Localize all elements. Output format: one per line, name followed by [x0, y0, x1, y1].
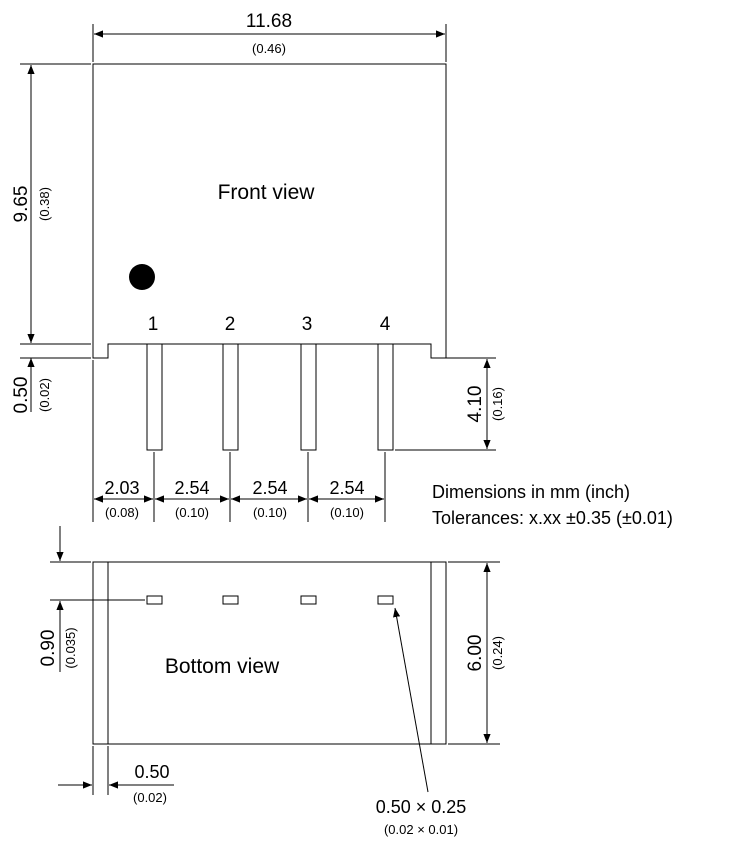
front-view-label: Front view	[218, 181, 316, 204]
bottom-pad-2	[222, 595, 239, 605]
dim-rim-inch: (0.02)	[133, 790, 167, 805]
pin-1	[146, 343, 163, 451]
notes-tolerances: Tolerances: x.xx ±0.35 (±0.01)	[432, 508, 673, 528]
dim-height-inch: (0.38)	[37, 187, 52, 221]
dim-pitch-2-inch: (0.10)	[175, 505, 209, 520]
pin-2	[222, 343, 239, 451]
pin-label-3: 3	[302, 314, 313, 335]
dim-pin-size: 0.50 × 0.25 (0.02 × 0.01)	[376, 607, 467, 837]
dim-pin-offset-mm: 0.90	[38, 630, 59, 667]
dim-pitch-2-mm: 2.54	[174, 478, 209, 498]
dim-depth-mm: 6.00	[465, 635, 486, 672]
dim-rim: 0.50 (0.02)	[58, 746, 174, 805]
dim-pin-offset: 0.90 (0.035)	[38, 526, 91, 672]
bottom-view: Bottom view	[50, 561, 447, 745]
dim-height: 9.65 (0.38)	[11, 63, 91, 345]
dim-pin-offset-inch: (0.035)	[63, 627, 78, 668]
dim-pin-size-mm: 0.50 × 0.25	[376, 797, 467, 817]
pin-label-4: 4	[380, 314, 391, 335]
front-body-outline	[92, 63, 447, 359]
dim-depth: 6.00 (0.24)	[448, 561, 505, 745]
dim-pin-length-inch: (0.16)	[490, 387, 505, 421]
pin-label-2: 2	[225, 314, 236, 335]
dim-width-mm: 11.68	[246, 11, 292, 32]
dim-pitch-3-mm: 2.54	[252, 478, 287, 498]
dim-pitch: 2.03 (0.08) 2.54 (0.10) 2.54 (0.10) 2.54…	[92, 360, 386, 522]
notes: Dimensions in mm (inch) Tolerances: x.xx…	[432, 482, 673, 528]
bottom-pad-3	[300, 595, 317, 605]
dim-pitch-3-inch: (0.10)	[253, 505, 287, 520]
dim-pitch-4-mm: 2.54	[329, 478, 364, 498]
dim-pin-length: 4.10 (0.16)	[395, 357, 505, 451]
dim-width-inch: (0.46)	[252, 41, 286, 56]
pin-4	[377, 343, 394, 451]
dim-depth-inch: (0.24)	[490, 636, 505, 670]
front-view: 1 2 3 4 Front view	[92, 63, 447, 451]
pin-label-1: 1	[148, 314, 159, 335]
dim-pin-length-mm: 4.10	[465, 386, 486, 423]
dim-pitch-1-inch: (0.08)	[105, 505, 139, 520]
bottom-view-label: Bottom view	[165, 655, 280, 678]
dim-standoff: 0.50 (0.02)	[11, 357, 91, 414]
notes-units: Dimensions in mm (inch)	[432, 482, 630, 502]
bottom-body-outline	[92, 561, 447, 745]
dim-height-mm: 9.65	[11, 186, 32, 223]
pin-1-marker-dot	[129, 264, 155, 290]
bottom-pad-4	[377, 595, 394, 605]
dim-width: 11.68 (0.46)	[92, 11, 447, 62]
dim-rim-mm: 0.50	[134, 762, 169, 782]
pin-3	[300, 343, 317, 451]
dim-pitch-1-mm: 2.03	[104, 478, 139, 498]
dim-standoff-mm: 0.50	[11, 377, 32, 414]
dim-pitch-4-inch: (0.10)	[330, 505, 364, 520]
bottom-pad-1	[146, 595, 163, 605]
dim-pin-size-inch: (0.02 × 0.01)	[384, 822, 458, 837]
dim-standoff-inch: (0.02)	[37, 378, 52, 412]
